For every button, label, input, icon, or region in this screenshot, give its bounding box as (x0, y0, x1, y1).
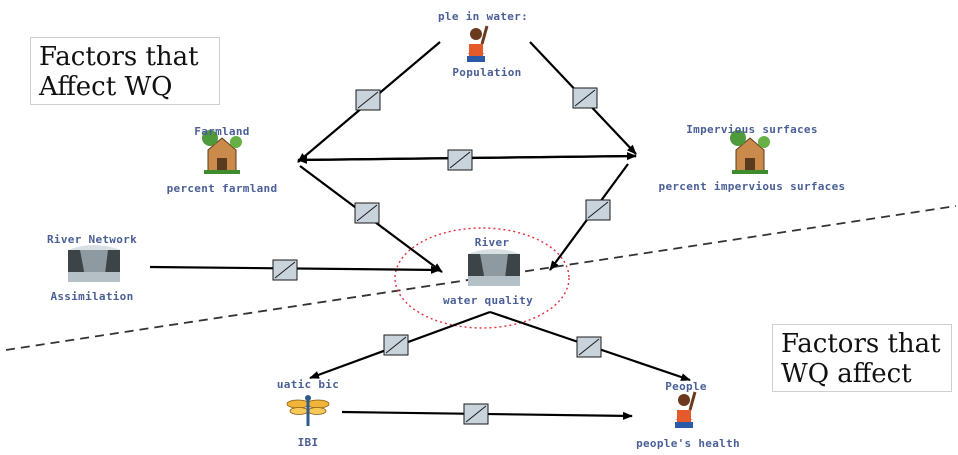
river-photo-icon (68, 245, 120, 282)
node-impervious-label: percent impervious surfaces (658, 180, 846, 193)
river-photo-icon (468, 249, 520, 286)
link-box (272, 259, 298, 281)
link-box (585, 199, 611, 221)
title-line: Factors that (781, 329, 941, 359)
link-box (355, 89, 381, 111)
dragonfly-icon (286, 394, 330, 427)
link-box (447, 149, 473, 171)
node-population-title: ple in water: (438, 10, 528, 23)
node-river-label: water quality (443, 294, 533, 307)
link-box (463, 403, 489, 425)
title-line: WQ affect (781, 359, 912, 389)
link-box (572, 87, 598, 109)
person-waving-icon (465, 24, 489, 64)
title-line: Affect WQ (39, 72, 173, 102)
person-waving-icon (673, 390, 697, 430)
node-people-label: people's health (636, 437, 740, 450)
node-population-label: Population (452, 66, 522, 79)
link-box (576, 336, 602, 358)
node-aquatic-title: uatic bic (276, 378, 340, 391)
link-box (354, 202, 380, 224)
link-box (383, 334, 409, 356)
node-farmland-title: Farmland (194, 125, 250, 138)
node-river-network-title: River Network (47, 233, 137, 246)
node-impervious-title: Impervious surfaces (686, 123, 818, 136)
node-aquatic-label: IBI (297, 436, 319, 449)
title-line: Factors that (39, 42, 199, 72)
node-people-title: People (665, 380, 707, 393)
node-farmland-label: percent farmland (166, 182, 278, 195)
focus-circle (394, 227, 570, 329)
title-factors-affect-wq: Factors that Affect WQ (30, 37, 220, 105)
farmhouse-icon (729, 129, 771, 175)
node-river-network-label: Assimilation (50, 290, 134, 303)
title-factors-wq-affect: Factors that WQ affect (772, 324, 952, 392)
node-river-title: River (474, 236, 510, 249)
